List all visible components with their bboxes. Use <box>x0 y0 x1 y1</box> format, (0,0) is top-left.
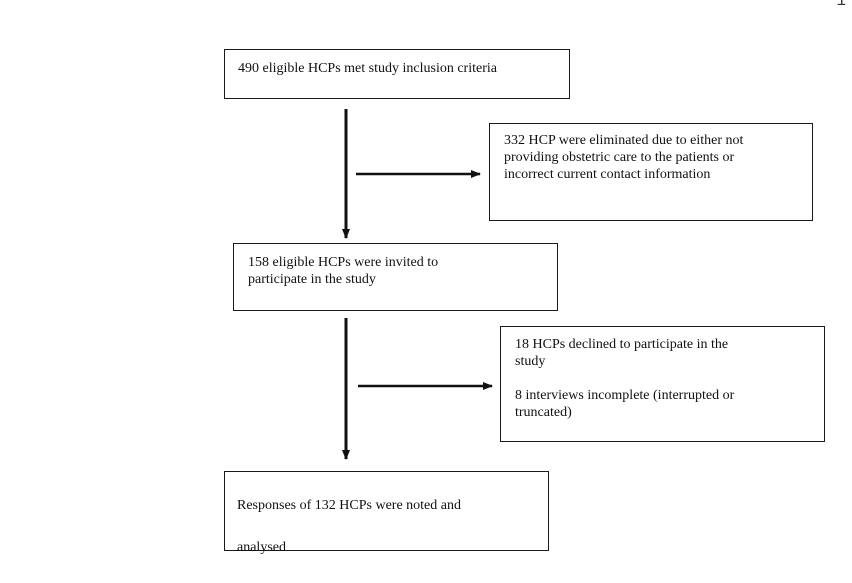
box-exclusion-eliminated: 332 HCP were eliminated due to either no… <box>489 123 813 221</box>
box-exclusion-declined: 18 HCPs declined to participate in the s… <box>500 326 825 442</box>
exclusion1-line2: providing obstetric care to the patients… <box>504 150 735 165</box>
box-responses-analysed: Responses of 132 HCPs were noted and ana… <box>224 471 549 555</box>
step2-line2: participate in the study <box>248 272 376 287</box>
step3-line2: analysed <box>237 540 286 555</box>
box-eligible-hcps-text: 490 eligible HCPs met study inclusion cr… <box>238 61 497 76</box>
exclusion1-line3: incorrect current contact information <box>504 167 711 182</box>
exclusion2-line3: 8 interviews incomplete (interrupted or <box>515 388 735 403</box>
step2-line1: 158 eligible HCPs were invited to <box>248 255 439 270</box>
exclusion2-line1: 18 HCPs declined to participate in the <box>515 337 729 352</box>
box-invited-hcps: 158 eligible HCPs were invited to partic… <box>233 243 558 311</box>
step3-line1: Responses of 132 HCPs were noted and <box>237 498 461 513</box>
exclusion2-line4: truncated) <box>515 405 572 420</box>
exclusion1-line1: 332 HCP were eliminated due to either no… <box>504 133 744 148</box>
box-eligible-hcps: 490 eligible HCPs met study inclusion cr… <box>224 49 570 99</box>
page-number: 1 <box>836 0 846 10</box>
exclusion2-line2: study <box>515 354 546 369</box>
